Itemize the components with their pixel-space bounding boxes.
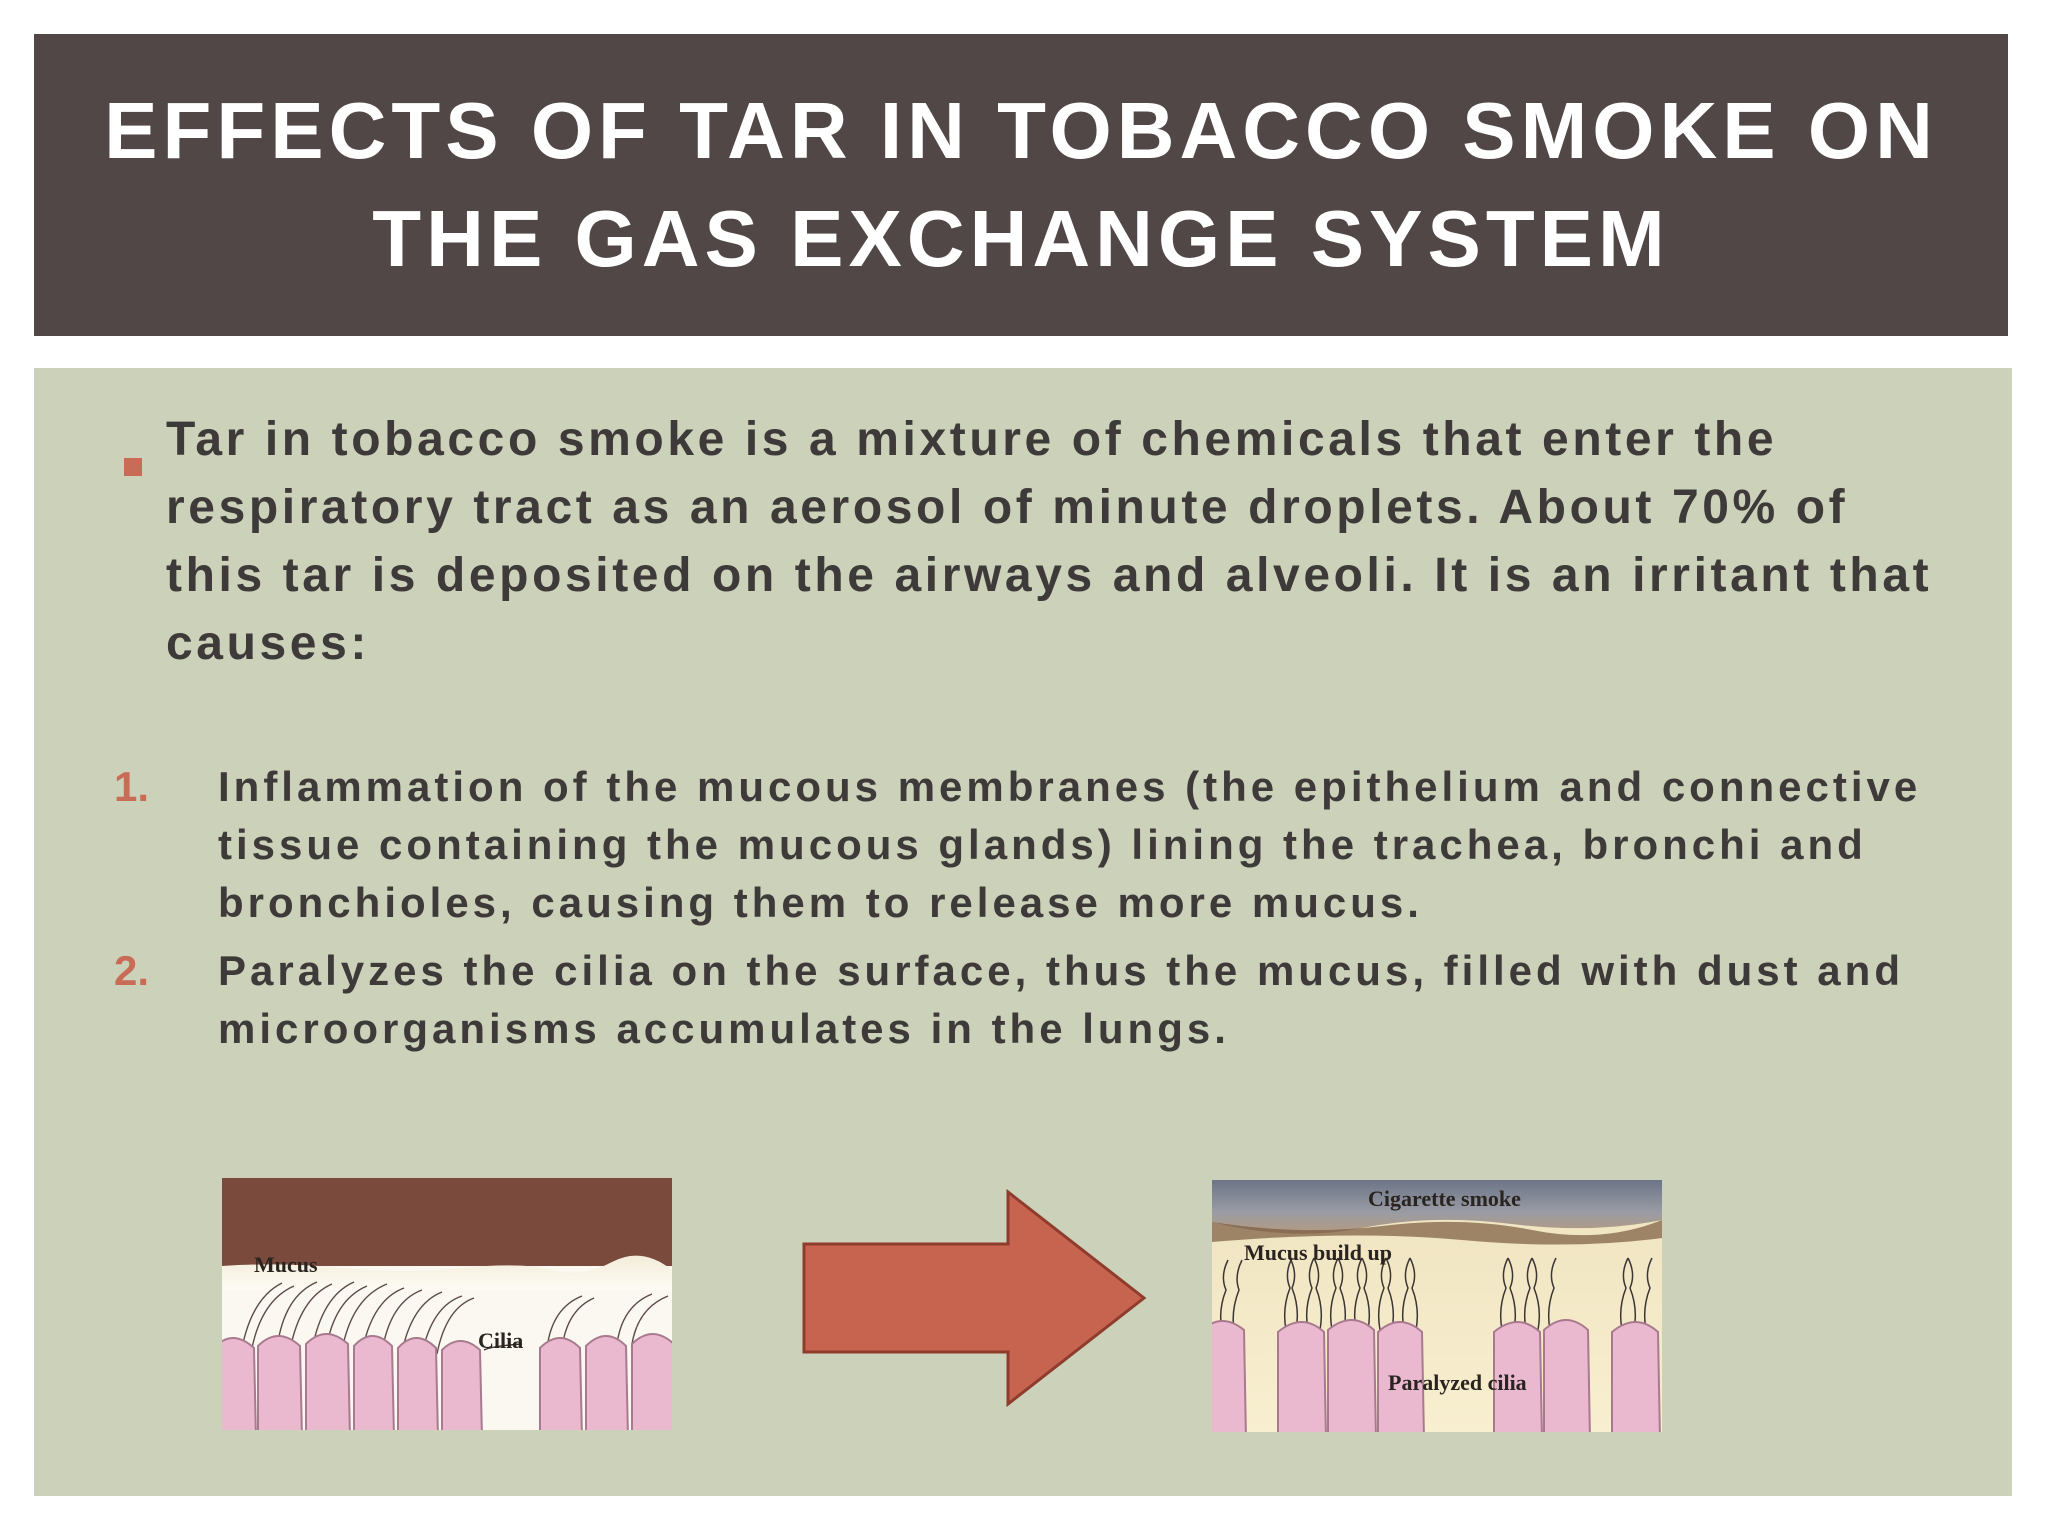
content-panel: Tar in tobacco smoke is a mixture of che… xyxy=(34,368,2012,1496)
bullet-item: Tar in tobacco smoke is a mixture of che… xyxy=(124,406,1964,678)
paralyzed-cilia-label: Paralyzed cilia xyxy=(1388,1370,1527,1395)
bullet-text: Tar in tobacco smoke is a mixture of che… xyxy=(166,413,1933,670)
paralyzed-cilia-image: Cigarette smoke Mucus build up Paralyzed… xyxy=(1212,1180,1662,1432)
cigarette-smoke-label: Cigarette smoke xyxy=(1368,1186,1521,1211)
title-bar: EFFECTS OF TAR IN TOBACCO SMOKE ON THE G… xyxy=(34,34,2008,336)
list-number: 2. xyxy=(114,947,150,994)
numbered-list: 1. Inflammation of the mucous membranes … xyxy=(114,758,1954,1068)
cilia-label: Cilia xyxy=(478,1328,524,1353)
square-bullet-icon xyxy=(124,458,142,476)
list-number: 1. xyxy=(114,763,150,810)
healthy-airway-image: Mucus Cilia xyxy=(222,1178,672,1430)
list-item-text: Paralyzes the cilia on the surface, thus… xyxy=(218,947,1904,1052)
list-item: 1. Inflammation of the mucous membranes … xyxy=(114,758,1954,932)
right-arrow-icon xyxy=(798,1188,1148,1408)
mucus-build-up-label: Mucus build up xyxy=(1244,1240,1392,1265)
slide-title: EFFECTS OF TAR IN TOBACCO SMOKE ON THE G… xyxy=(104,86,1938,283)
mucus-label: Mucus xyxy=(254,1252,318,1277)
list-item: 2. Paralyzes the cilia on the surface, t… xyxy=(114,942,1954,1058)
list-item-text: Inflammation of the mucous membranes (th… xyxy=(218,763,1922,926)
